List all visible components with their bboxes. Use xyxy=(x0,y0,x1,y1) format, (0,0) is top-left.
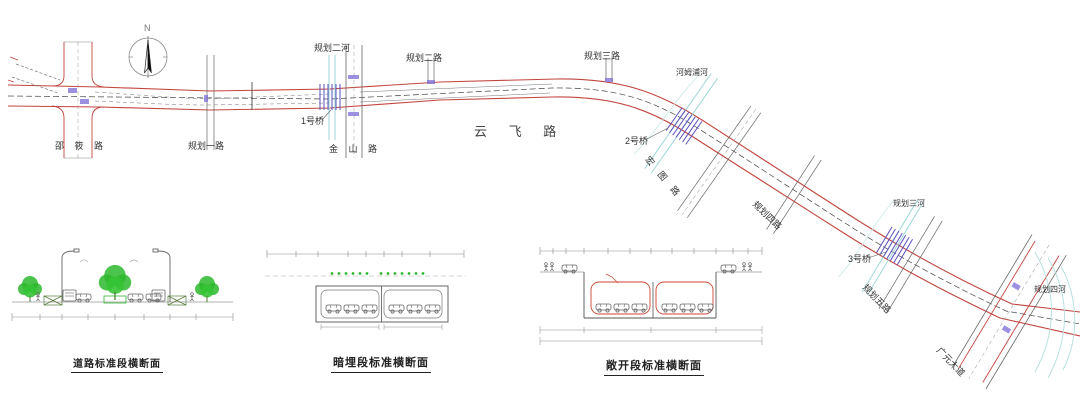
person-icon xyxy=(741,262,747,272)
bridge-1-leader xyxy=(321,109,332,121)
car-icon xyxy=(679,303,696,313)
bridge-1-hatch xyxy=(319,84,341,110)
street-lamp-icon xyxy=(61,248,80,302)
label-bridge-3: 3号桥 xyxy=(848,254,872,264)
cross-street-jinshan-road xyxy=(345,45,363,158)
open-cell-right xyxy=(655,281,714,315)
car-icon xyxy=(75,293,92,303)
car-icon xyxy=(631,303,648,313)
car-icon xyxy=(388,304,405,314)
section-title-open: 敞开段标准横断面 xyxy=(604,357,704,376)
person-icon xyxy=(549,262,555,272)
car-icon xyxy=(361,304,378,314)
bridge-3-leader xyxy=(867,251,887,259)
car-icon xyxy=(613,303,630,313)
bridge-3-hatch xyxy=(876,226,914,266)
cross-street-planned-road-4 xyxy=(766,155,822,234)
section-buried xyxy=(265,250,466,330)
red-leader xyxy=(605,273,619,284)
label-hemupu-river: 河姆浦河 xyxy=(676,68,708,77)
car-icon xyxy=(697,303,714,313)
car-icon xyxy=(595,303,612,313)
bridge-2-leader xyxy=(644,127,669,141)
person-icon xyxy=(543,262,549,272)
label-shaoxiao-road: 邵 筱 路 xyxy=(55,141,108,151)
label-planned-road-1: 规划一路 xyxy=(188,141,225,151)
section-title-buried: 暗埋段标准横断面 xyxy=(331,354,431,373)
car-icon xyxy=(406,304,423,314)
label-planned-road-2: 规划二路 xyxy=(406,53,443,63)
bus-icon xyxy=(62,289,77,302)
label-planned-river-4: 规划四河 xyxy=(1034,285,1066,294)
person-icon xyxy=(747,262,753,272)
label-bridge-2: 2号桥 xyxy=(625,136,649,146)
section-title-standard: 道路标准段横断面 xyxy=(71,355,163,373)
median-planter xyxy=(103,295,127,304)
annotation-marks xyxy=(79,259,139,263)
open-cut-walls xyxy=(583,272,717,319)
intersection-shaoxiao-road xyxy=(7,41,105,159)
tunnel-box xyxy=(315,285,449,323)
north-arrow-icon xyxy=(128,36,168,78)
label-yunfei-road: 云 飞 路 xyxy=(474,124,566,139)
street-lamp-icon xyxy=(152,248,171,302)
planter-box xyxy=(43,295,187,306)
tree-icon xyxy=(98,264,132,301)
bridge-2-hatch xyxy=(665,107,703,145)
section-standard-road xyxy=(11,248,234,321)
label-planned-river-3: 规划三河 xyxy=(893,199,925,208)
tree-icon xyxy=(194,275,220,303)
river-planned-4 xyxy=(1034,251,1076,379)
label-planned-road-3: 规划三路 xyxy=(584,51,621,61)
surface-planting-dots xyxy=(330,272,425,275)
car-icon xyxy=(325,304,342,314)
car-icon xyxy=(127,293,144,303)
tree-icon xyxy=(17,275,43,303)
open-cell-left xyxy=(590,281,651,315)
north-label: N xyxy=(144,23,151,33)
person-icon xyxy=(189,292,195,302)
car-icon xyxy=(661,303,678,313)
car-icon xyxy=(424,304,441,314)
section-open-cut xyxy=(539,247,763,345)
cross-street-planned-road-1 xyxy=(204,55,215,150)
cross-street-planned-road-5 xyxy=(878,216,943,314)
intersection-guangyuan-avenue xyxy=(951,234,1067,390)
cross-street-planned-road-2 xyxy=(427,58,435,84)
label-bridge-1: 1号桥 xyxy=(301,116,325,126)
label-jinshan-road: 金 山 路 xyxy=(329,144,382,154)
car-icon xyxy=(343,304,360,314)
main-road-yunfei xyxy=(7,78,1080,337)
label-planned-river-2: 规划二河 xyxy=(314,43,351,53)
cross-street-planned-road-3 xyxy=(605,58,613,82)
cross-street-hongtu-road xyxy=(677,105,762,218)
river-planned-2 xyxy=(328,55,336,140)
